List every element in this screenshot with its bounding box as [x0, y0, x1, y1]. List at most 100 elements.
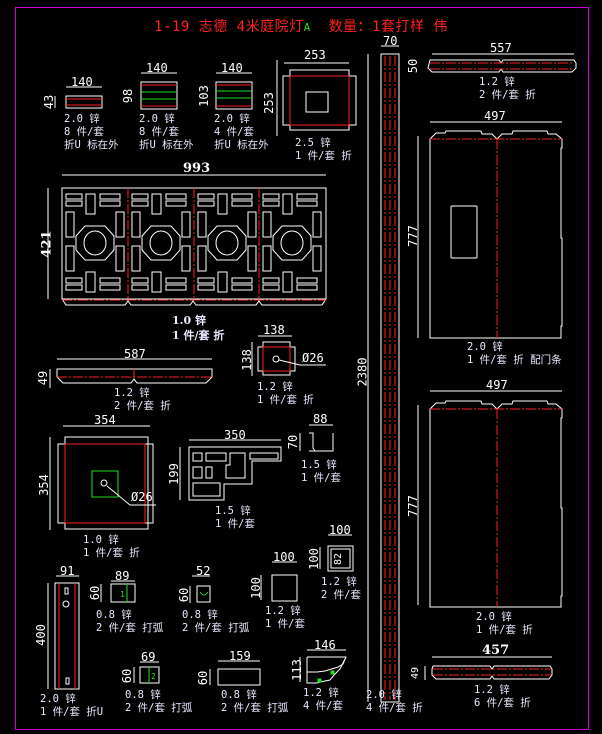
- part-p7-shape: [47, 174, 327, 306]
- drawing-title: 1-19 志德 4米庭院灯A 数量：1套打样 伟: [0, 16, 602, 36]
- lattice-panel: [262, 193, 322, 293]
- drawing-frame: [15, 7, 589, 730]
- part-p1-shape: [54, 86, 103, 109]
- part-p15-width: 91: [60, 564, 75, 578]
- part-p11-width: 354: [94, 413, 116, 427]
- part-p5-height: 2380: [355, 357, 370, 387]
- part-p7-height: 421: [39, 230, 55, 258]
- part-p21-shape: [209, 660, 261, 686]
- part-p20-tag: 2: [151, 672, 156, 681]
- part-p9-height: 138: [239, 349, 254, 371]
- part-p11-height: 354: [36, 474, 51, 496]
- part-p8-width: 497: [484, 109, 506, 123]
- part-p17-height: 60: [177, 587, 192, 603]
- part-p11-shape: [49, 425, 156, 530]
- part-p19-inner: 82: [333, 552, 345, 566]
- part-p19-height: 100: [306, 548, 321, 570]
- part-p14-width: 497: [486, 378, 508, 392]
- part-p1-width: 140: [71, 75, 93, 89]
- part-p6-height: 50: [406, 58, 421, 74]
- part-p23-shape: [424, 656, 553, 680]
- part-p3-shape: [215, 72, 253, 110]
- part-p18-width: 100: [273, 550, 295, 564]
- part-p15-height: 400: [33, 624, 48, 646]
- part-p13-width: 88: [313, 412, 328, 426]
- part-p22-width: 146: [314, 638, 336, 652]
- part-p10-shape: [49, 358, 213, 388]
- title-revision-mark: A: [303, 21, 311, 34]
- part-p11-hole: Ø26: [131, 490, 153, 504]
- part-p2-shape: [140, 72, 178, 110]
- part-p20-shape: [133, 661, 160, 684]
- part-p7-width: 993: [183, 161, 211, 176]
- part-p22-height: 113: [289, 659, 304, 681]
- part-p16-shape: [100, 580, 136, 603]
- part-p13-height: 70: [286, 434, 301, 450]
- part-p22-shape: [299, 649, 347, 684]
- part-p8-height: 777: [405, 225, 420, 247]
- part-p23-height: 49: [410, 666, 422, 680]
- part-p19-shape: [319, 534, 354, 572]
- part-p16-height: 60: [88, 585, 103, 601]
- part-p10-height: 49: [36, 370, 51, 386]
- part-p20-height: 60: [120, 668, 135, 684]
- part-p17-width: 52: [196, 564, 211, 578]
- part-p1-height: 43: [42, 94, 57, 110]
- part-p12-width: 350: [224, 428, 246, 442]
- lattice-panel: [131, 193, 191, 293]
- part-p21-height: 60: [196, 670, 211, 686]
- part-p3-height: 103: [196, 85, 211, 107]
- part-p17-shape: [189, 575, 211, 603]
- title-text: 1-19 志德 4米庭院灯: [154, 19, 304, 35]
- lattice-panel: [197, 193, 257, 293]
- part-p12-height: 199: [166, 463, 181, 485]
- part-p5-shape: [367, 45, 400, 703]
- part-p19-width: 100: [329, 523, 351, 537]
- part-p9-shape: [251, 335, 326, 376]
- part-p14-height: 777: [405, 495, 420, 517]
- part-p5-width: 70: [383, 34, 398, 48]
- part-p9-hole: Ø26: [302, 351, 324, 365]
- part-p6-shape: [427, 53, 577, 73]
- part-p12-shape: [179, 439, 282, 501]
- part-p18-height: 100: [248, 577, 263, 599]
- part-p13-shape: [299, 424, 334, 452]
- part-p2-width: 140: [146, 61, 168, 75]
- part-p4-width: 253: [304, 48, 326, 62]
- part-p23-width: 457: [482, 643, 510, 658]
- part-p8-shape: [417, 121, 563, 339]
- part-p18-shape: [260, 561, 298, 602]
- part-p2-height: 98: [121, 88, 136, 104]
- part-p9-width: 138: [263, 323, 285, 337]
- part-p3-width: 140: [221, 61, 243, 75]
- lattice-panel: [65, 193, 125, 293]
- part-p4-shape: [276, 60, 357, 136]
- part-p6-width: 557: [490, 41, 512, 55]
- part-p16-width: 89: [115, 569, 130, 583]
- part-p15-shape: [47, 575, 80, 690]
- title-quantity: 数量：1套打样 伟: [328, 19, 448, 35]
- part-p4-height: 253: [261, 92, 276, 114]
- part-p16-tag: 1: [120, 590, 125, 599]
- part-p21-width: 159: [229, 649, 251, 663]
